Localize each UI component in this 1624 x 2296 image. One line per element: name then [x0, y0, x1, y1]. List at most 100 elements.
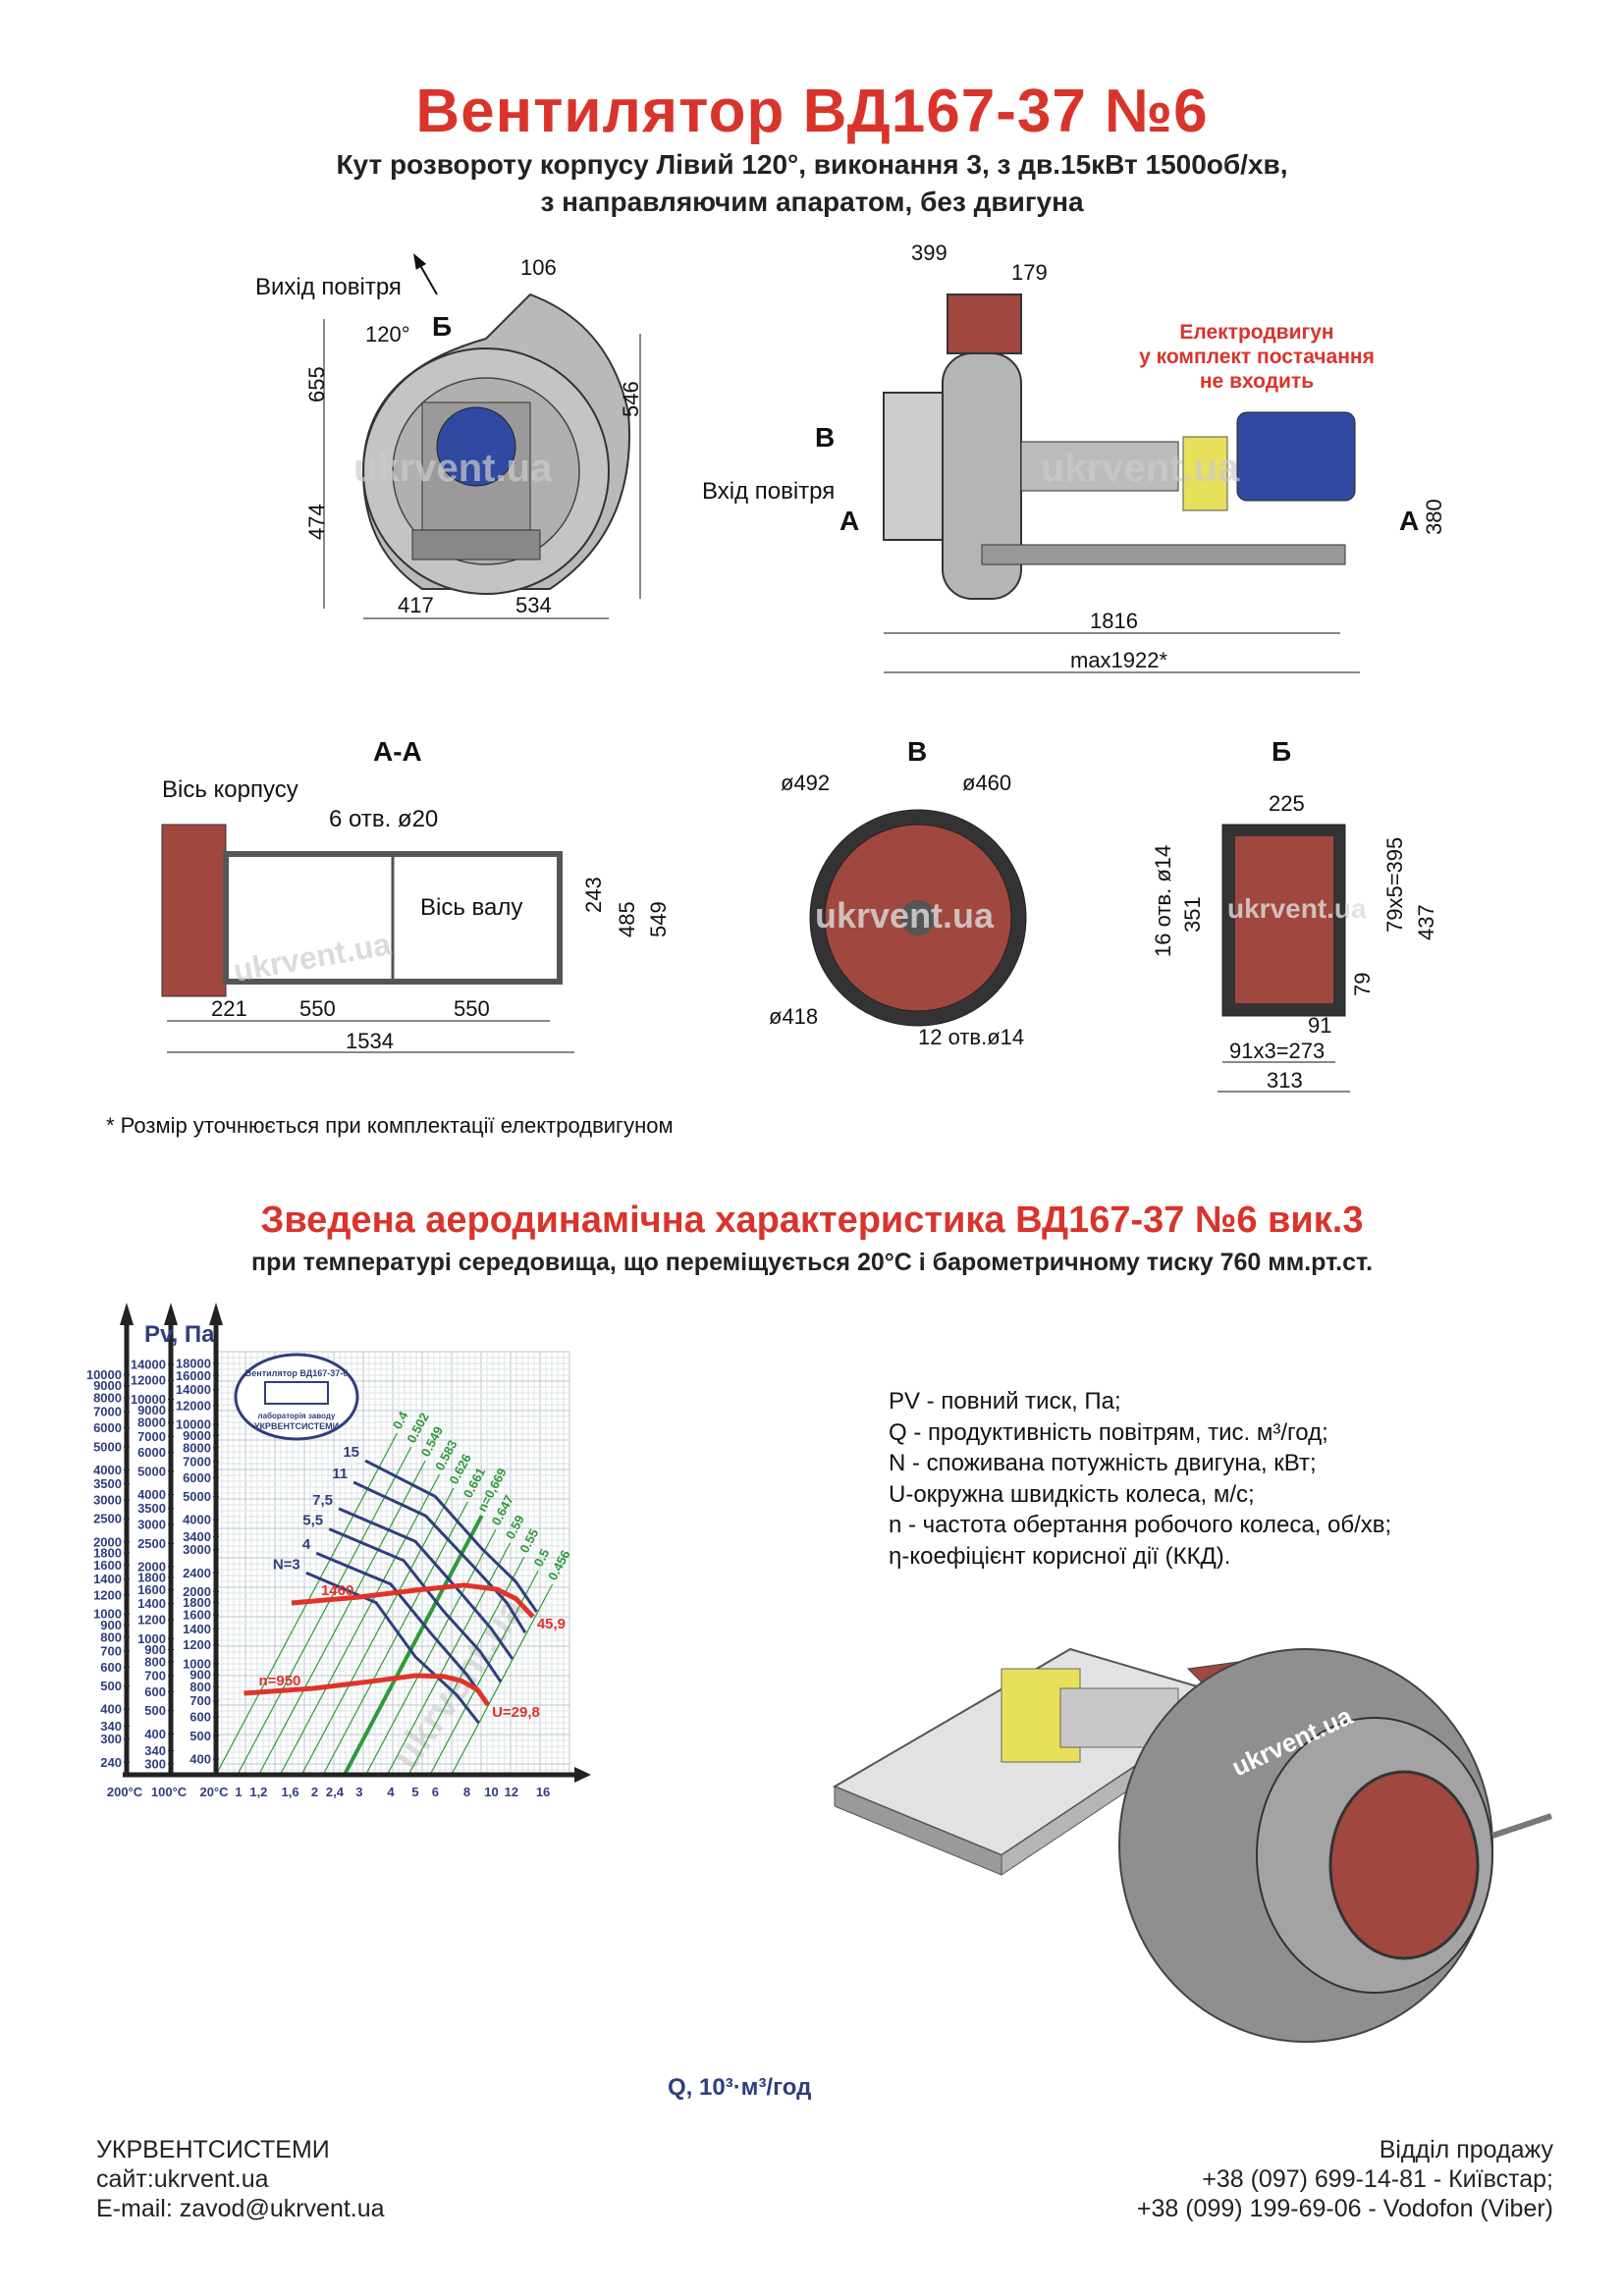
legend-rpm: n - частота обертання робочого колеса, о… — [889, 1512, 1392, 1538]
temperature-label: 200°C — [107, 1785, 143, 1799]
y-tick-label: 800 — [144, 1654, 166, 1669]
phone-kyivstar[interactable]: +38 (097) 699-14-81 - Київстар; — [1202, 2165, 1553, 2193]
dim-313: 313 — [1267, 1068, 1303, 1093]
y-tick-label: 1000 — [137, 1631, 166, 1646]
speed-curve-end-label: U=29,8 — [492, 1704, 540, 1721]
motor-note-line-2: у комплект постачання — [1139, 346, 1375, 368]
y-tick-label: 3400 — [183, 1529, 211, 1544]
power-curve-label: 11 — [332, 1466, 348, 1482]
y-tick-label: 14000 — [131, 1357, 166, 1371]
y-tick-label: 1600 — [183, 1608, 211, 1623]
footnote: * Розмір уточнюється при комплектації ел… — [106, 1113, 674, 1138]
y-tick-label: 10000 — [131, 1392, 166, 1407]
company-site[interactable]: сайт:ukrvent.ua — [96, 2165, 269, 2193]
legend-n: N - споживана потужність двигуна, кВт; — [889, 1450, 1317, 1476]
legend-eta: η-коефіцієнт корисної дії (ККД). — [889, 1542, 1231, 1570]
y-tick-label: 1200 — [183, 1637, 211, 1652]
y-tick-label: 9000 — [93, 1378, 122, 1393]
y-tick-label: 4000 — [93, 1463, 122, 1477]
y-tick-label: 10000 — [86, 1367, 122, 1382]
y-tick-label: 900 — [144, 1642, 166, 1657]
y-tick-label: 5000 — [183, 1489, 211, 1504]
speed-curve — [291, 1582, 535, 1619]
view-b-title: В — [907, 736, 927, 767]
efficiency-line — [322, 1501, 468, 1776]
x-tick-label: 10 — [484, 1785, 498, 1799]
y-tick-label: 1800 — [137, 1571, 166, 1585]
lab-stamp: Вентилятор ВД167-37-6 лабораторія заводу… — [234, 1353, 359, 1441]
power-curve-label: N=3 — [273, 1556, 300, 1573]
shaft-axis-label: Вісь валу — [420, 894, 522, 921]
power-curve-7,5 — [338, 1507, 514, 1660]
y-tick-label: 500 — [144, 1703, 166, 1718]
y-tick-label: 3500 — [93, 1476, 122, 1491]
y-tick-label: 4000 — [137, 1487, 166, 1502]
y-tick-label: 800 — [100, 1629, 122, 1644]
watermark: ukrvent.ua — [353, 447, 553, 490]
company-name: УКРВЕНТСИСТЕМИ — [96, 2136, 330, 2163]
technical-drawings: Вихід повітря 106 120° Б 655 474 546 417… — [161, 240, 1446, 1093]
y-tick-label: 340 — [144, 1743, 166, 1758]
y-tick-label: 400 — [144, 1727, 166, 1741]
y-tick-label: 1400 — [137, 1596, 166, 1611]
dim-d492: ø492 — [781, 771, 830, 795]
y-tick-label: 6000 — [183, 1470, 211, 1485]
x-tick-label: 2 — [311, 1785, 318, 1799]
dim-179: 179 — [1011, 260, 1048, 285]
front-view-drawing: Вихід повітря 106 120° Б 655 474 546 417… — [255, 253, 643, 619]
company-email[interactable]: E-mail: zavod@ukrvent.ua — [96, 2195, 385, 2222]
y-tick-label: 8000 — [183, 1440, 211, 1455]
y-tick-label: 14000 — [176, 1382, 211, 1397]
y-tick-label: 5000 — [93, 1439, 122, 1454]
y-tick-label: 340 — [100, 1719, 122, 1734]
power-curve-5,5 — [328, 1527, 503, 1683]
y-tick-label: 800 — [189, 1680, 211, 1694]
y-tick-label: 300 — [144, 1756, 166, 1771]
power-curve-label: 7,5 — [312, 1492, 333, 1509]
y-tick-label: 500 — [189, 1729, 211, 1743]
y-tick-label: 4000 — [183, 1513, 211, 1527]
stamp-text-2: лабораторія заводу — [258, 1412, 336, 1420]
y-axis-arrow — [164, 1303, 178, 1325]
y-tick-label: 1000 — [183, 1656, 211, 1671]
y-tick-label: 18000 — [176, 1356, 211, 1370]
y-tick-label: 2500 — [137, 1536, 166, 1551]
dim-550-a: 550 — [299, 996, 336, 1021]
dim-474: 474 — [304, 504, 329, 540]
y-tick-label: 1800 — [183, 1595, 211, 1610]
motor-note-line-3: не входить — [1200, 370, 1314, 393]
efficiency-line — [365, 1528, 497, 1776]
dim-546: 546 — [619, 381, 643, 417]
dim-485: 485 — [615, 901, 639, 937]
dim-380: 380 — [1422, 499, 1446, 535]
subtitle-line-2: з направляючим апаратом, без двигуна — [540, 187, 1084, 217]
legend-u: U-окружна швидкість колеса, м/с; — [889, 1480, 1255, 1508]
chart-title: Зведена аеродинамічна характеристика ВД1… — [260, 1200, 1364, 1241]
cut-a-right: А — [1399, 506, 1419, 536]
dim-91x3: 91x3=273 — [1229, 1039, 1325, 1063]
watermark: ukrvent.ua — [1041, 447, 1240, 490]
legend-pv: PV - повний тиск, Па; — [889, 1388, 1121, 1415]
x-tick-label: 6 — [432, 1785, 439, 1799]
dim-91: 91 — [1308, 1013, 1331, 1038]
phone-vodafone[interactable]: +38 (099) 199-69-06 - Vodofon (Viber) — [1136, 2195, 1553, 2222]
speed-curve-label: 1460 — [321, 1582, 353, 1599]
y-tick-label: 12000 — [176, 1398, 211, 1413]
power-curve-15 — [364, 1459, 538, 1613]
subtitle-line-1: Кут розвороту корпусу Лівий 120°, викона… — [336, 149, 1288, 180]
power-curve-label: 15 — [343, 1444, 359, 1461]
y-tick-label: 700 — [189, 1693, 211, 1708]
x-axis-arrow — [574, 1767, 591, 1783]
angle-label: 120° — [365, 322, 410, 347]
legend-q: Q - продуктивність повітрям, тис. м³/год… — [889, 1418, 1328, 1446]
y-tick-label: 1600 — [93, 1558, 122, 1573]
cut-a-left: А — [839, 506, 859, 536]
y-axis-arrow — [209, 1303, 223, 1325]
y-tick-label: 900 — [189, 1668, 211, 1682]
x-axis-label: Q, 10³·м³/год — [668, 2074, 811, 2101]
x-tick-label: 4 — [387, 1785, 395, 1799]
speed-curve — [244, 1673, 491, 1707]
y-tick-label: 1200 — [93, 1587, 122, 1602]
dim-351: 351 — [1180, 896, 1205, 933]
